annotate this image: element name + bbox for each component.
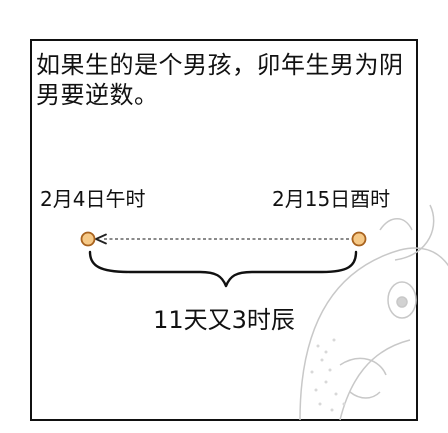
caption-line-1: 如果生的是个男孩，卯年生男为阴	[36, 51, 404, 79]
caption-line-2: 男要逆数。	[36, 81, 159, 109]
start-node	[80, 231, 96, 247]
duration-label: 11天又3时辰	[153, 306, 295, 334]
end-node	[351, 231, 367, 247]
sketch-dot-texture	[310, 338, 346, 412]
start-date-label: 2月4日午时	[40, 187, 146, 211]
caption-text: 如果生的是个男孩，卯年生男为阴 男要逆数。	[36, 50, 408, 110]
span-brace	[88, 250, 358, 288]
arrow-left-icon	[95, 233, 107, 245]
cartoon-sketch-illustration	[299, 204, 448, 421]
panel-frame	[30, 39, 418, 421]
end-date-label: 2月15日酉时	[272, 187, 391, 211]
